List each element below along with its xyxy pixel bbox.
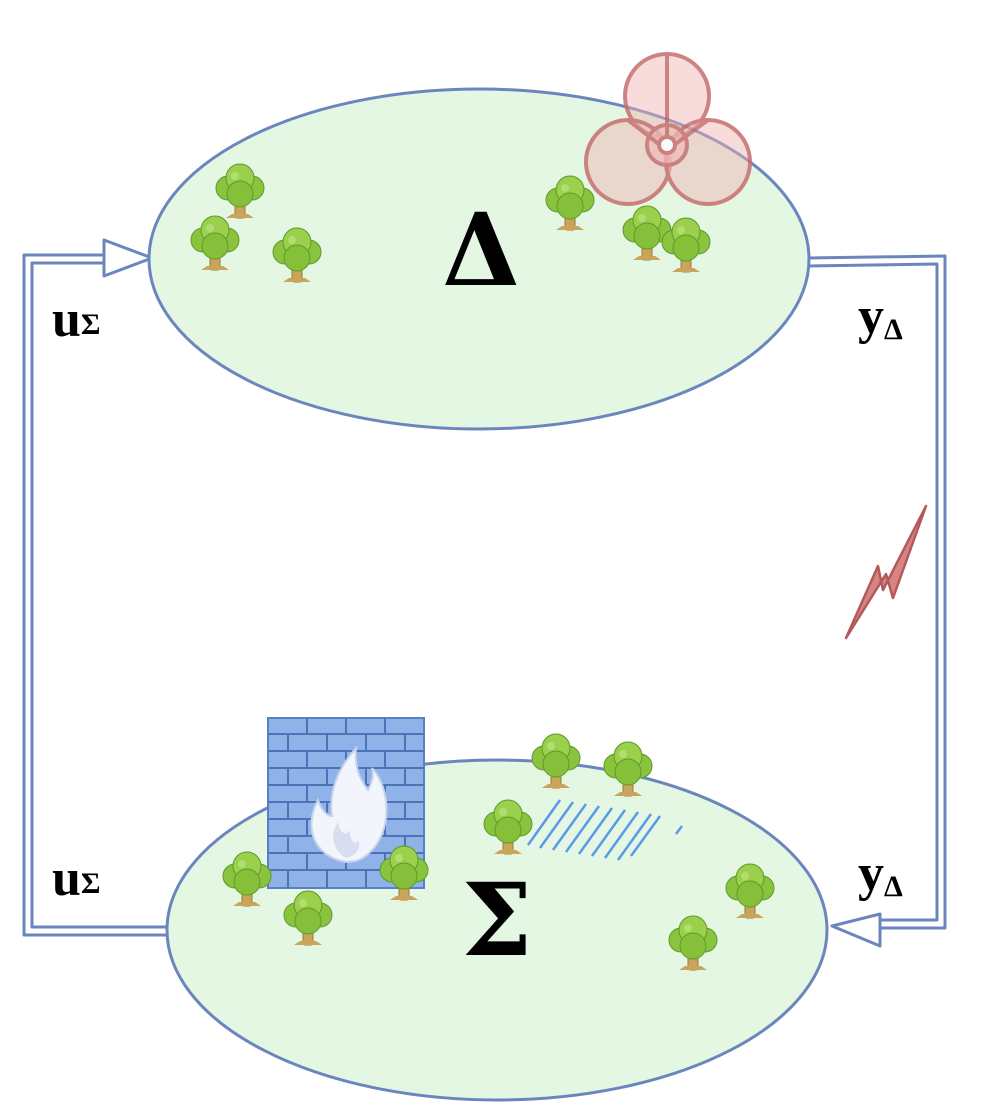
hatched-area	[526, 799, 683, 861]
lightning-icon	[844, 504, 928, 640]
y-delta-label-top: yΔ	[858, 288, 903, 346]
left-arrow-path	[22, 238, 168, 937]
y-delta-label-bottom: yΔ	[858, 845, 903, 903]
delta-symbol: Δ	[442, 191, 520, 309]
biohazard-icon	[584, 52, 752, 206]
right-arrow-path	[807, 254, 947, 948]
u-sigma-label-top: uΣ	[52, 291, 101, 348]
delta-node	[147, 87, 811, 431]
sigma-symbol: Σ	[462, 861, 533, 979]
flame-icon	[310, 745, 388, 864]
u-sigma-label-bottom: uΣ	[52, 850, 101, 907]
